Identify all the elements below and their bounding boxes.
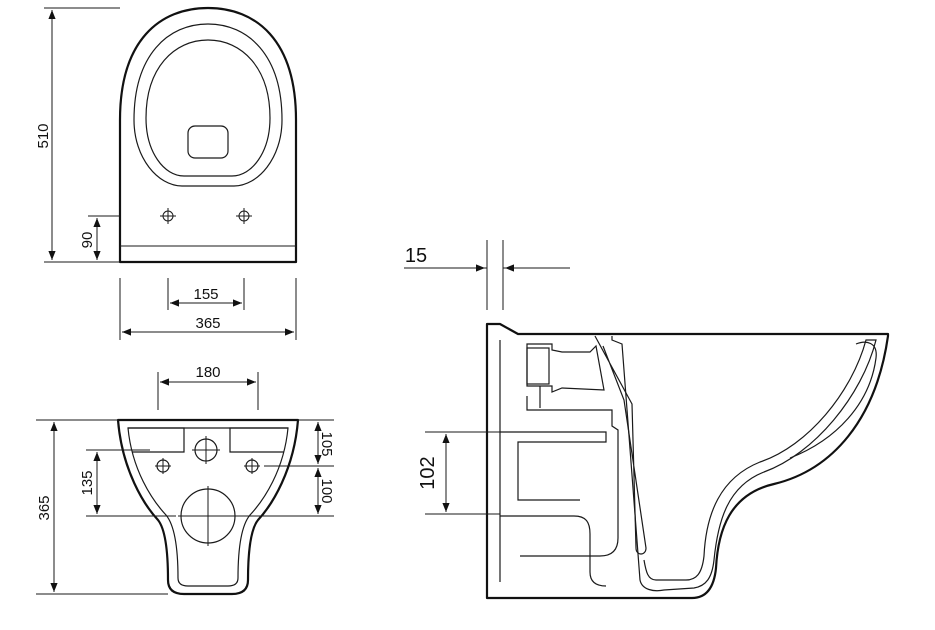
- dim-label-180: 180: [195, 364, 220, 381]
- side-rim-channel: [789, 341, 877, 459]
- side-bowl-contour: [611, 336, 877, 592]
- side-inlet-connector: [526, 347, 550, 385]
- dim-label-510: 510: [35, 123, 52, 148]
- side-trap-lower: [500, 515, 607, 587]
- rear-view-inner: [127, 427, 289, 587]
- dim-label-365-height: 365: [36, 495, 53, 520]
- dim-label-135: 135: [79, 470, 96, 495]
- top-view-rim: [133, 23, 283, 187]
- dim-label-15: 15: [405, 245, 427, 267]
- dim-label-365-width: 365: [195, 315, 220, 332]
- fixing-hole-right: [236, 208, 252, 224]
- rear-fixing-hole-left: [155, 458, 171, 474]
- top-view-outline: [118, 6, 298, 264]
- top-view: 510 90 155 365: [35, 6, 298, 340]
- side-trap-upper: [500, 431, 607, 501]
- rear-recess-right: [229, 427, 288, 453]
- dim-label-102: 102: [417, 456, 439, 489]
- rear-recess-left: [128, 427, 185, 453]
- dim-label-155: 155: [193, 286, 218, 303]
- side-view: 15 102: [404, 240, 890, 600]
- side-bowl-inner: [594, 335, 647, 555]
- rear-view-outline: [116, 418, 300, 596]
- dim-label-90: 90: [79, 232, 96, 249]
- rear-view: 180 365 135 105 100: [36, 364, 335, 596]
- side-channel: [520, 396, 619, 557]
- water-inlet: [192, 436, 220, 464]
- top-view-drain: [187, 125, 229, 159]
- dim-label-105: 105: [318, 431, 335, 456]
- fixing-hole-left: [160, 208, 176, 224]
- rear-fixing-hole-right: [244, 458, 260, 474]
- side-view-outline: [485, 322, 890, 600]
- side-inlet-pipe: [526, 343, 605, 393]
- waste-outlet: [178, 486, 238, 546]
- dim-label-100: 100: [318, 478, 335, 503]
- top-view-inner-bowl: [145, 39, 271, 177]
